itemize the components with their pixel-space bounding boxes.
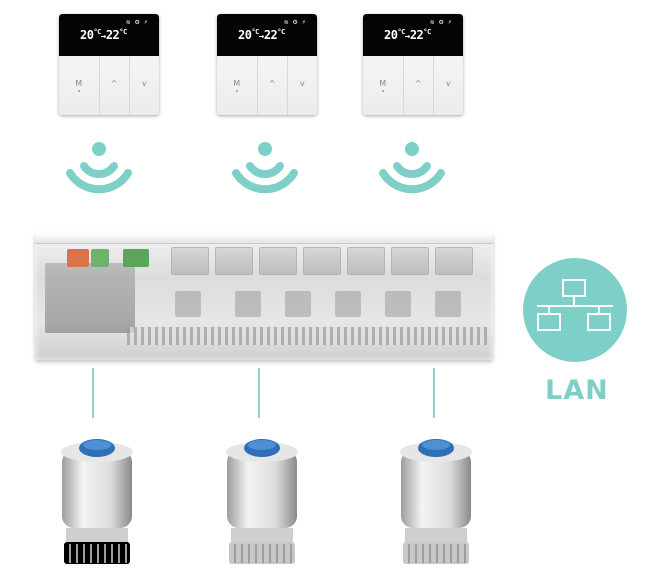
down-button[interactable]: v bbox=[130, 56, 159, 115]
thermal-actuator bbox=[226, 439, 298, 564]
indicator-dot bbox=[77, 90, 80, 93]
relay bbox=[385, 291, 411, 317]
mode-button[interactable]: M bbox=[217, 56, 258, 115]
terminal-strip bbox=[127, 327, 487, 345]
connector-slot bbox=[171, 247, 209, 275]
wifi-icon bbox=[232, 142, 298, 194]
power-supply bbox=[45, 263, 135, 333]
chevron-down-icon: v bbox=[446, 79, 451, 88]
controller-top-rail bbox=[35, 233, 493, 244]
connector-slot bbox=[435, 247, 473, 275]
temperature-readout: 20°C→22°C bbox=[238, 28, 285, 42]
connection-line bbox=[92, 368, 94, 418]
arrow: → bbox=[404, 32, 410, 42]
thermal-actuator bbox=[400, 439, 472, 564]
terminal-green bbox=[123, 249, 149, 267]
terminal-green bbox=[91, 249, 109, 267]
connection-line bbox=[433, 368, 435, 418]
current-unit: °C bbox=[397, 28, 405, 36]
terminal-orange bbox=[67, 249, 89, 267]
current-temp: 20 bbox=[384, 28, 398, 42]
indicator-dot bbox=[381, 90, 384, 93]
mode-button[interactable]: M bbox=[59, 56, 100, 115]
chevron-down-icon: v bbox=[142, 79, 147, 88]
target-temp: 22 bbox=[105, 28, 120, 42]
temperature-readout: 20°C→22°C bbox=[384, 28, 431, 42]
connector-slot bbox=[391, 247, 429, 275]
thermostat-display: ≋ ⚙ ⚡ 20°C→22°C bbox=[217, 14, 317, 56]
target-temp: 22 bbox=[263, 28, 278, 42]
target-unit: °C bbox=[119, 28, 127, 36]
status-icons: ≋ ⚙ ⚡ bbox=[429, 19, 453, 26]
connector-slot bbox=[347, 247, 385, 275]
lan-badge bbox=[523, 258, 627, 362]
status-icons: ≋ ⚙ ⚡ bbox=[125, 19, 149, 26]
relay bbox=[435, 291, 461, 317]
mode-button[interactable]: M bbox=[363, 56, 404, 115]
thermostat-2: ≋ ⚙ ⚡ 20°C→22°C M ^ v bbox=[217, 14, 317, 115]
chevron-down-icon: v bbox=[300, 79, 305, 88]
relay bbox=[175, 291, 201, 317]
up-button[interactable]: ^ bbox=[258, 56, 288, 115]
connector-slot bbox=[259, 247, 297, 275]
chevron-up-icon: ^ bbox=[268, 79, 276, 88]
chevron-up-icon: ^ bbox=[414, 79, 422, 88]
relay bbox=[335, 291, 361, 317]
temperature-readout: 20°C→22°C bbox=[80, 28, 127, 42]
arrow: → bbox=[100, 32, 106, 42]
indicator-dot bbox=[235, 90, 238, 93]
mode-label: M bbox=[233, 79, 241, 88]
thermostat-display: ≋ ⚙ ⚡ 20°C→22°C bbox=[59, 14, 159, 56]
thermal-actuator bbox=[61, 439, 133, 564]
status-icons: ≋ ⚙ ⚡ bbox=[283, 19, 307, 26]
connector-slot bbox=[303, 247, 341, 275]
wifi-icon bbox=[379, 142, 445, 194]
current-unit: °C bbox=[251, 28, 259, 36]
up-button[interactable]: ^ bbox=[404, 56, 434, 115]
thermostat-3: ≋ ⚙ ⚡ 20°C→22°C M ^ v bbox=[363, 14, 463, 115]
relay bbox=[285, 291, 311, 317]
current-temp: 20 bbox=[238, 28, 252, 42]
target-unit: °C bbox=[423, 28, 431, 36]
wifi-icon bbox=[66, 142, 132, 194]
current-temp: 20 bbox=[80, 28, 94, 42]
thermostat-display: ≋ ⚙ ⚡ 20°C→22°C bbox=[363, 14, 463, 56]
target-unit: °C bbox=[277, 28, 285, 36]
current-unit: °C bbox=[93, 28, 101, 36]
connection-line bbox=[258, 368, 260, 418]
connector-slot bbox=[215, 247, 253, 275]
down-button[interactable]: v bbox=[434, 56, 463, 115]
arrow: → bbox=[258, 32, 264, 42]
wiring-center bbox=[35, 233, 493, 360]
up-button[interactable]: ^ bbox=[100, 56, 130, 115]
mode-label: M bbox=[379, 79, 387, 88]
mode-label: M bbox=[75, 79, 83, 88]
network-icon bbox=[537, 279, 613, 331]
relay bbox=[235, 291, 261, 317]
target-temp: 22 bbox=[409, 28, 424, 42]
chevron-up-icon: ^ bbox=[110, 79, 118, 88]
thermostat-1: ≋ ⚙ ⚡ 20°C→22°C M ^ v bbox=[59, 14, 159, 115]
down-button[interactable]: v bbox=[288, 56, 317, 115]
lan-label: LAN bbox=[545, 375, 609, 406]
